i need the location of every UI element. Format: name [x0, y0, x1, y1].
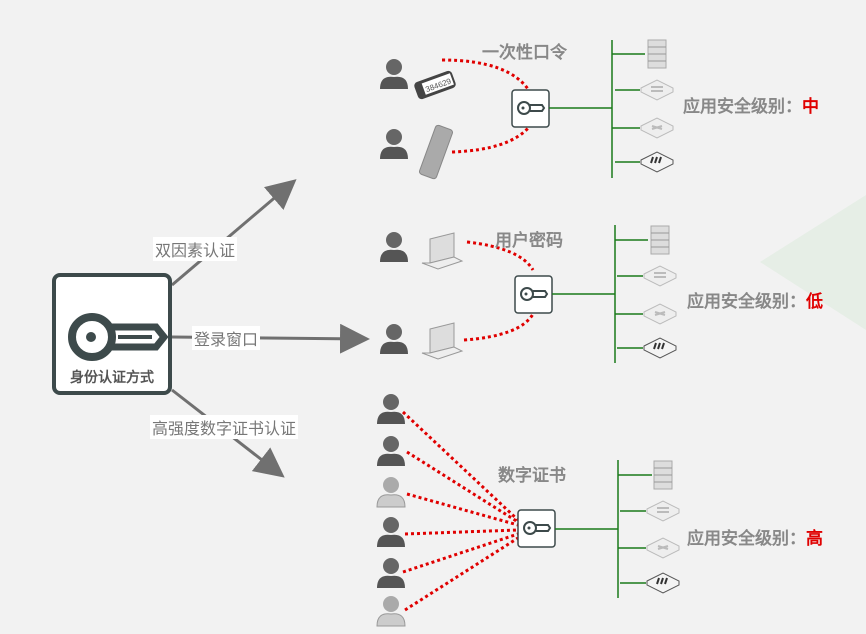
router-icon — [646, 537, 680, 559]
background-triangle — [760, 195, 866, 330]
businesswoman-icon — [380, 129, 408, 159]
edge-label-login: 登录窗口 — [192, 326, 261, 350]
firewall-icon — [643, 337, 677, 359]
user-icon — [377, 517, 405, 547]
security-level-certificate: 应用安全级别：高 — [687, 524, 823, 549]
user-icon — [376, 595, 406, 627]
businesswoman-icon — [380, 324, 408, 354]
switch-icon — [640, 79, 674, 101]
switch-icon — [643, 265, 677, 287]
level-label: 应用安全级别： — [687, 292, 806, 312]
token-icon: 384629 — [414, 70, 456, 100]
section-title-certificate: 数字证书 — [498, 466, 566, 486]
server-icon — [653, 460, 673, 490]
level-value: 高 — [806, 529, 823, 549]
laptop-icon — [421, 232, 463, 270]
level-value: 中 — [802, 97, 819, 117]
section-password — [380, 225, 677, 363]
security-level-password: 应用安全级别：低 — [687, 287, 823, 312]
root-label: 身份认证方式 — [70, 370, 154, 386]
user-icon — [376, 476, 406, 508]
root-node: 身份认证方式 — [52, 273, 172, 395]
arrow-two-factor — [171, 179, 297, 287]
security-level-otp: 应用安全级别：中 — [683, 92, 819, 117]
edge-label-two-factor: 双因素认证 — [153, 237, 238, 261]
key-icon — [68, 313, 168, 361]
server-icon — [647, 39, 667, 69]
level-value: 低 — [806, 292, 823, 312]
firewall-icon — [646, 572, 680, 594]
user-icon — [377, 436, 405, 466]
level-label: 应用安全级别： — [683, 97, 802, 117]
section-certificate — [376, 394, 680, 627]
user-icon — [377, 394, 405, 424]
businessman-icon — [380, 59, 408, 89]
firewall-icon — [640, 151, 674, 173]
section-otp: 384629 — [380, 39, 674, 180]
server-icon — [650, 225, 670, 255]
level-label: 应用安全级别： — [687, 529, 806, 549]
edge-label-certificate: 高强度数字证书认证 — [150, 415, 299, 439]
laptop-icon — [421, 322, 463, 360]
phone-icon — [418, 124, 454, 180]
businessman-icon — [380, 232, 408, 262]
section-title-password: 用户密码 — [495, 231, 563, 251]
section-title-otp: 一次性口令 — [482, 43, 567, 63]
user-icon — [377, 558, 405, 588]
switch-icon — [646, 500, 680, 522]
router-icon — [643, 303, 677, 325]
router-icon — [640, 117, 674, 139]
